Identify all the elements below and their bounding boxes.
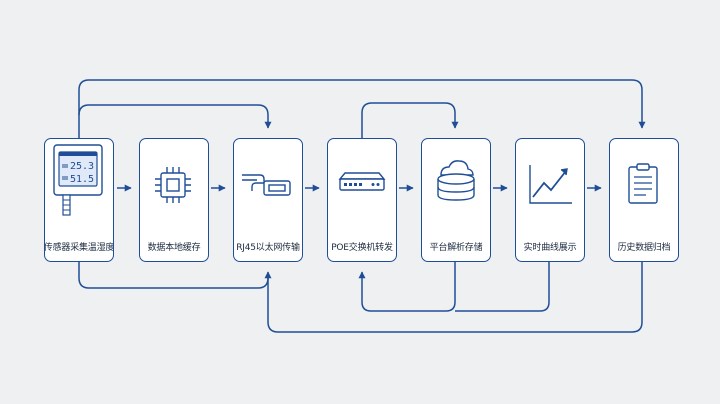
loop-top-sensor-to-ethernet <box>78 104 272 138</box>
loop-top-switch-to-platform <box>361 102 459 138</box>
node-poe-switch: POE交换机转发 <box>327 138 397 262</box>
loop-bottom-archive-to-ethernet <box>267 262 643 333</box>
clipboard-icon <box>628 163 658 204</box>
loop-bottom-platform-to-switch <box>358 262 456 312</box>
sensor-humidity-reading: 51.5 <box>70 174 94 185</box>
node-platform-storage: 平台解析存储 <box>421 138 491 262</box>
cloud-database-icon <box>437 160 475 201</box>
line-chart-icon <box>529 165 572 204</box>
node-label: 数据本地缓存 <box>147 242 201 253</box>
network-switch-icon <box>338 172 386 191</box>
node-label: RJ45以太网传输 <box>236 242 300 253</box>
node-local-cache: 数据本地缓存 <box>139 138 209 262</box>
temperature-humidity-sensor-icon: 25.3 51.5 <box>53 144 103 216</box>
sensor-temperature-reading: 25.3 <box>70 161 94 172</box>
node-realtime-curve: 实时曲线展示 <box>515 138 585 262</box>
loop-bottom-sensor-to-ethernet <box>78 262 272 289</box>
node-label: 实时曲线展示 <box>523 242 577 253</box>
node-label: 传感器采集温湿度 <box>44 242 114 253</box>
chip-icon <box>155 167 191 203</box>
node-label: POE交换机转发 <box>331 242 393 253</box>
node-history-archive: 历史数据归档 <box>609 138 679 262</box>
node-sensor: 25.3 51.5 传感器采集温湿度 <box>44 138 114 262</box>
ethernet-cable-icon <box>242 174 291 196</box>
node-ethernet: RJ45以太网传输 <box>233 138 303 262</box>
node-label: 历史数据归档 <box>617 242 671 253</box>
loop-top-sensor-to-archive <box>78 79 646 129</box>
node-label: 平台解析存储 <box>429 242 483 253</box>
loop-bottom-chart-to-switch <box>455 262 550 312</box>
